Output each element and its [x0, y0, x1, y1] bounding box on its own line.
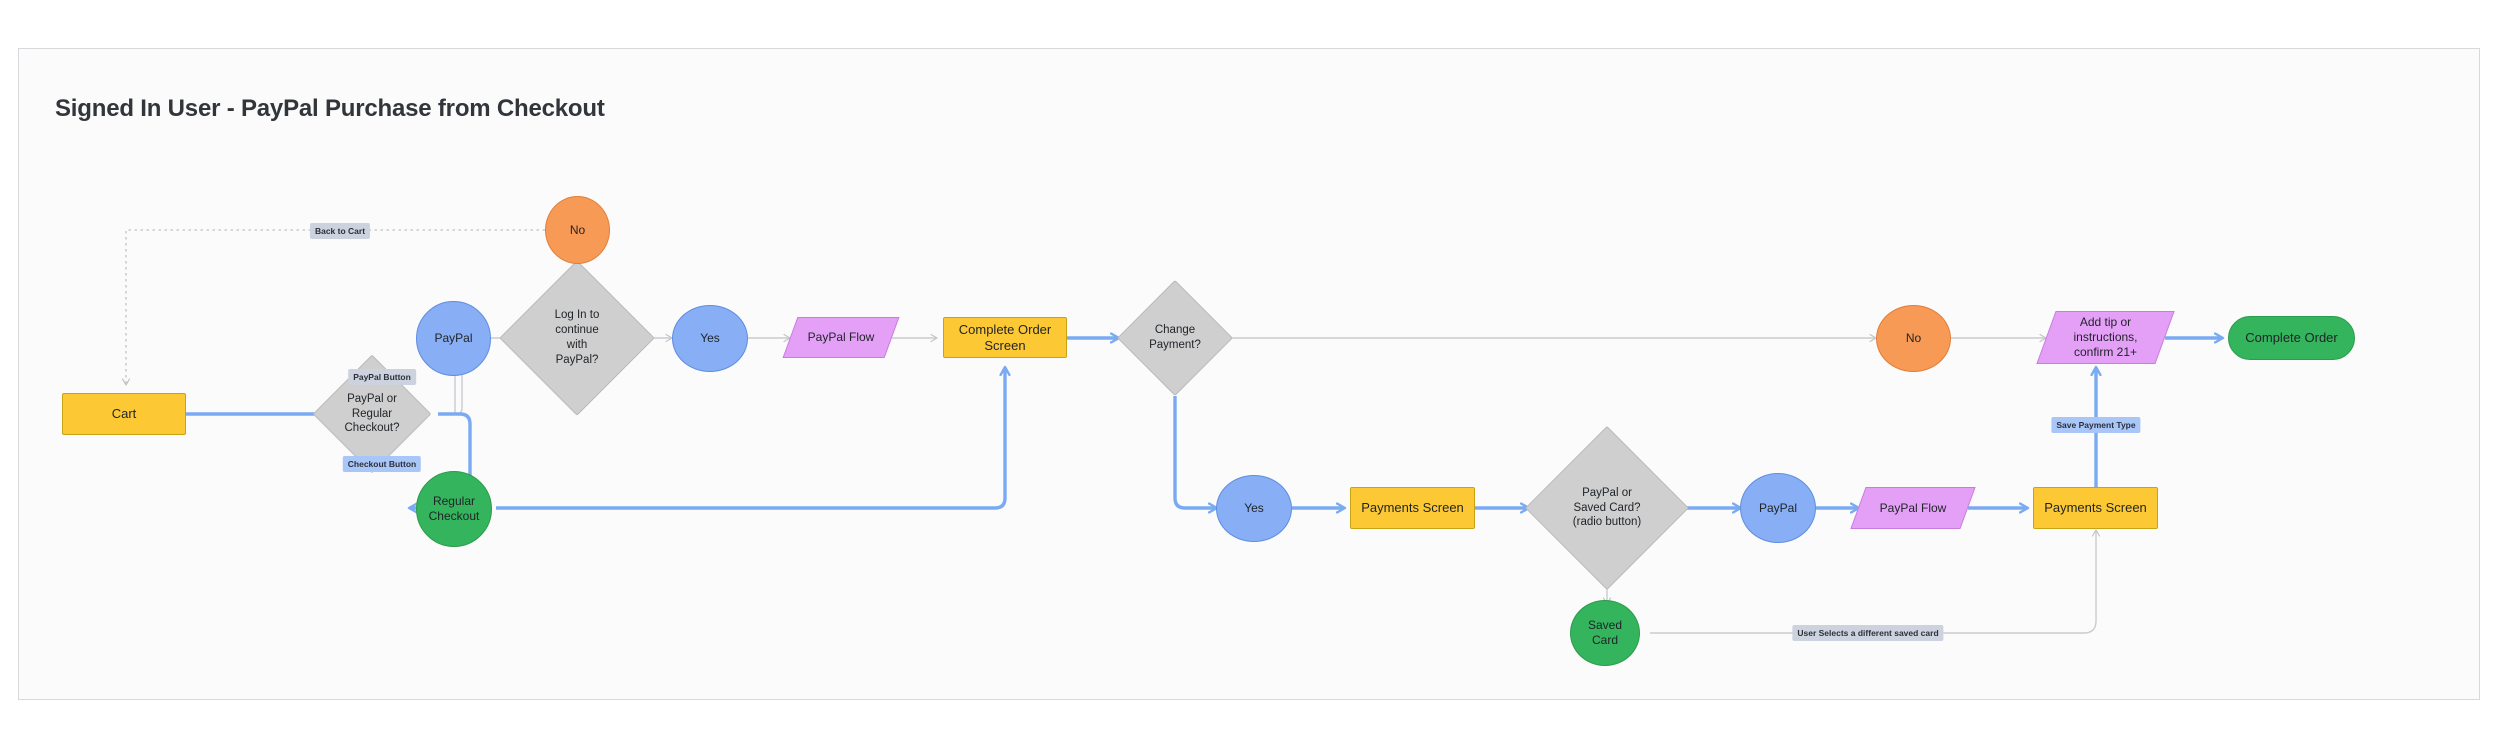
node-cart-label: Cart — [111, 406, 137, 422]
node-no-top[interactable]: No — [545, 196, 610, 264]
node-yes-bottom-label: Yes — [1244, 501, 1264, 516]
node-login-paypal-label: Log In to continue with PayPal? — [554, 309, 600, 366]
node-paypal-flow-bottom[interactable]: PayPal Flow — [1850, 487, 1976, 529]
node-change-payment-label: Change Payment? — [1149, 324, 1201, 351]
node-no-right-label: No — [1905, 331, 1922, 346]
node-change-payment[interactable]: Change Payment? — [1117, 280, 1233, 396]
node-paypal-flow-bottom-label: PayPal Flow — [1879, 500, 1947, 515]
node-yes-top-label: Yes — [700, 331, 720, 346]
edge-label-save-payment-type: Save Payment Type — [2051, 417, 2141, 433]
node-payments-screen-right-label: Payments Screen — [2044, 500, 2147, 516]
node-payments-screen-mid-label: Payments Screen — [1361, 500, 1464, 516]
node-no-right[interactable]: No — [1876, 305, 1951, 372]
node-paypal-or-saved-card-label: PayPal or Saved Card? (radio button) — [1572, 486, 1642, 529]
node-regular-checkout[interactable]: Regular Checkout — [416, 471, 492, 547]
edge-label-checkout-button: Checkout Button — [342, 456, 422, 472]
node-no-top-label: No — [569, 222, 586, 237]
node-paypal-top-label: PayPal — [434, 331, 473, 346]
node-payments-screen-mid[interactable]: Payments Screen — [1350, 487, 1475, 529]
node-paypal-flow-top[interactable]: PayPal Flow — [782, 317, 900, 358]
node-add-tip[interactable]: Add tip or instructions, confirm 21+ — [2036, 311, 2175, 364]
diagram-frame — [18, 48, 2480, 700]
node-complete-order-screen-label: Complete Order Screen — [958, 321, 1052, 353]
node-paypal-bottom-label: PayPal — [1758, 500, 1798, 515]
edge-label-paypal-button: PayPal Button — [348, 369, 416, 385]
node-complete-order-screen[interactable]: Complete Order Screen — [943, 317, 1067, 358]
node-cart[interactable]: Cart — [62, 393, 186, 435]
node-paypal-top[interactable]: PayPal — [416, 301, 491, 376]
edge-label-user-selects-different-saved-card: User Selects a different saved card — [1792, 625, 1944, 641]
node-complete-order[interactable]: Complete Order — [2228, 316, 2355, 360]
node-payments-screen-right[interactable]: Payments Screen — [2033, 487, 2158, 529]
node-paypal-or-saved-card[interactable]: PayPal or Saved Card? (radio button) — [1524, 425, 1690, 591]
node-regular-checkout-label: Regular Checkout — [428, 494, 480, 523]
node-login-paypal[interactable]: Log In to continue with PayPal? — [499, 260, 655, 416]
node-saved-card[interactable]: Saved Card — [1570, 600, 1640, 666]
node-add-tip-label: Add tip or instructions, confirm 21+ — [2073, 315, 2138, 359]
node-paypal-bottom[interactable]: PayPal — [1740, 473, 1816, 543]
node-paypal-flow-top-label: PayPal Flow — [807, 330, 875, 344]
node-saved-card-label: Saved Card — [1587, 618, 1623, 647]
node-paypal-or-regular-checkout-label: PayPal or Regular Checkout? — [344, 392, 400, 435]
page-title: Signed In User - PayPal Purchase from Ch… — [55, 95, 605, 122]
node-yes-top[interactable]: Yes — [672, 305, 748, 372]
node-paypal-or-regular-checkout[interactable]: PayPal or Regular Checkout? — [312, 354, 432, 474]
node-yes-bottom[interactable]: Yes — [1216, 475, 1292, 542]
edge-label-back-to-cart: Back to Cart — [309, 223, 371, 239]
node-complete-order-label: Complete Order — [2245, 330, 2338, 346]
